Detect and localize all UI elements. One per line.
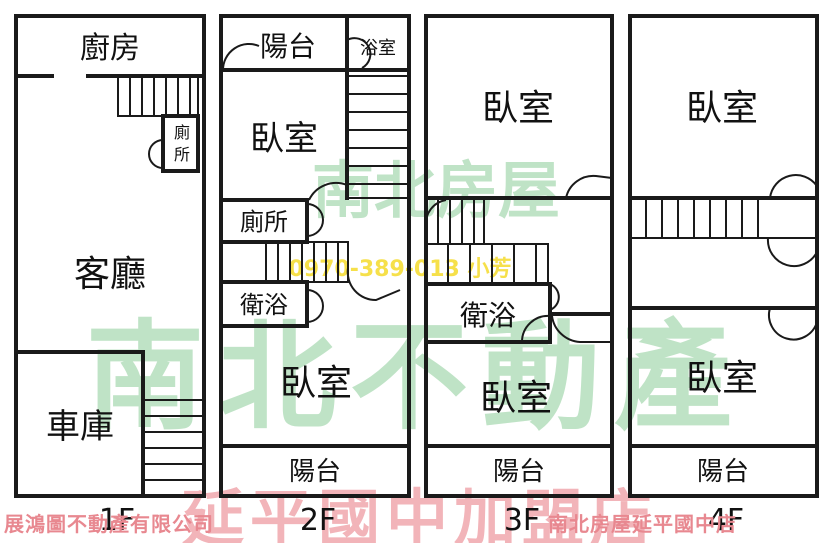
floor-labels: 1F 2F 3F 4F [99,503,744,538]
floor-label-3f: 3F [504,503,540,538]
label-2f-bedroom-top: 臥室 [250,119,318,159]
label-2f-bath: 衛浴 [240,291,288,319]
watermark-brand-large: 南北不動產 [86,308,746,446]
floor-2f-outline [219,14,411,498]
label-2f-shower: 浴室 [360,38,396,59]
watermark-layer: 南北不動產 南北房屋 延平國中加盟店 0970-389-013 小芳 [86,154,746,543]
label-2f-bedroom-bottom: 臥室 [280,363,352,404]
label-3f-bedroom-bottom: 臥室 [480,378,552,419]
footer-store-name: 南北房屋延平國中店 [548,512,737,536]
floor-label-1f: 1F [99,503,135,538]
stairs-4f [629,197,818,239]
floor-1f-outline [14,14,206,498]
bath-2f [219,280,309,328]
floor-2f [219,14,411,498]
floor-4f-outline [628,14,819,498]
floor-label-2f: 2F [300,503,336,538]
label-3f-bedroom-top: 臥室 [482,88,554,129]
label-1f-toilet-bottom: 所 [174,145,190,164]
label-2f-toilet: 廁所 [240,208,288,236]
floor-label-4f: 4F [708,503,744,538]
toilet-2f [219,198,309,244]
watermark-bottom-red: 延平國中加盟店 [182,482,658,543]
label-2f-balcony-top: 陽台 [260,30,316,63]
label-1f-living: 客廳 [74,254,146,295]
label-4f-bedroom-top: 臥室 [686,88,758,129]
label-1f-kitchen: 廚房 [80,31,140,66]
room-labels: 廚房 廁 所 客廳 車庫 陽台 浴室 臥室 廁所 衛浴 臥室 陽台 臥室 衛浴 … [46,30,758,487]
label-1f-garage: 車庫 [46,407,114,447]
label-3f-balcony: 陽台 [493,457,545,487]
stairs-2f-right [346,75,410,199]
floor-1f [14,14,206,498]
watermark-brand-mid: 南北房屋 [312,154,560,227]
toilet-1f [161,114,200,173]
label-3f-bath: 衛浴 [460,299,516,332]
stairs-1f-bottom [142,399,205,497]
label-2f-balcony-bottom: 陽台 [289,457,341,487]
label-4f-balcony: 陽台 [697,457,749,487]
floor-3f [424,14,614,498]
stairs-1f-top [117,75,199,117]
floor-4f [628,14,819,498]
watermark-phone: 0970-389-013 小芳 [289,257,512,282]
footer-company-name: 展鴻圖不動產有限公司 [4,512,214,536]
label-4f-bedroom-bottom: 臥室 [686,358,758,399]
label-1f-toilet-top: 廁 [174,123,190,142]
stairs-2f-mid [265,241,349,283]
